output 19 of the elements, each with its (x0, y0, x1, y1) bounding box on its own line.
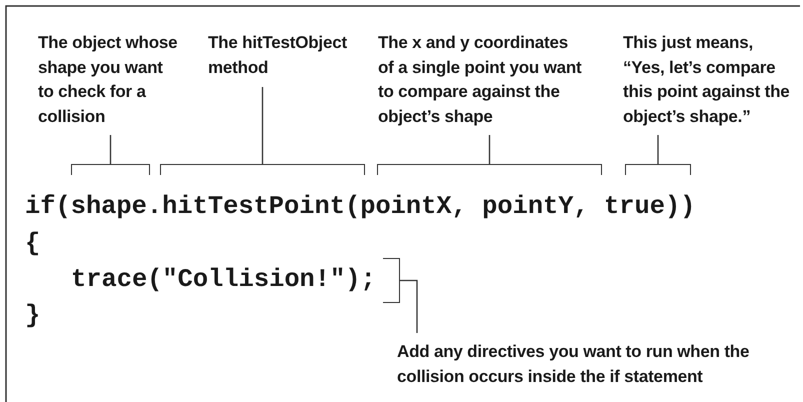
bracket (160, 164, 365, 175)
callout-text: The object whose shape you want to check for a collision (38, 32, 178, 128)
bracket (383, 258, 400, 303)
bracket (71, 164, 150, 175)
callout-text: The x and y coordinates of a single point you want to compare against the object’s shape (378, 32, 583, 128)
code-line: trace("Collision!"); (71, 264, 376, 296)
code-line: if(shape.hitTestPoint(pointX, pointY, true)) (25, 191, 696, 223)
bracket (625, 164, 691, 175)
callout-text: Add any directives you want to run when the collision occurs inside the if statement (397, 341, 750, 388)
code-line: { (25, 228, 40, 260)
code-line: } (25, 300, 40, 332)
leader-line (400, 280, 418, 333)
callout-text: This just means, “Yes, let’s compare this point against the object’s shape.” (623, 32, 791, 128)
leader-line (110, 135, 112, 164)
leader-line (657, 135, 659, 164)
leader-line (262, 87, 264, 164)
bracket (377, 164, 602, 175)
callout-text: The hitTestObject method (208, 32, 348, 78)
leader-line (488, 135, 490, 164)
